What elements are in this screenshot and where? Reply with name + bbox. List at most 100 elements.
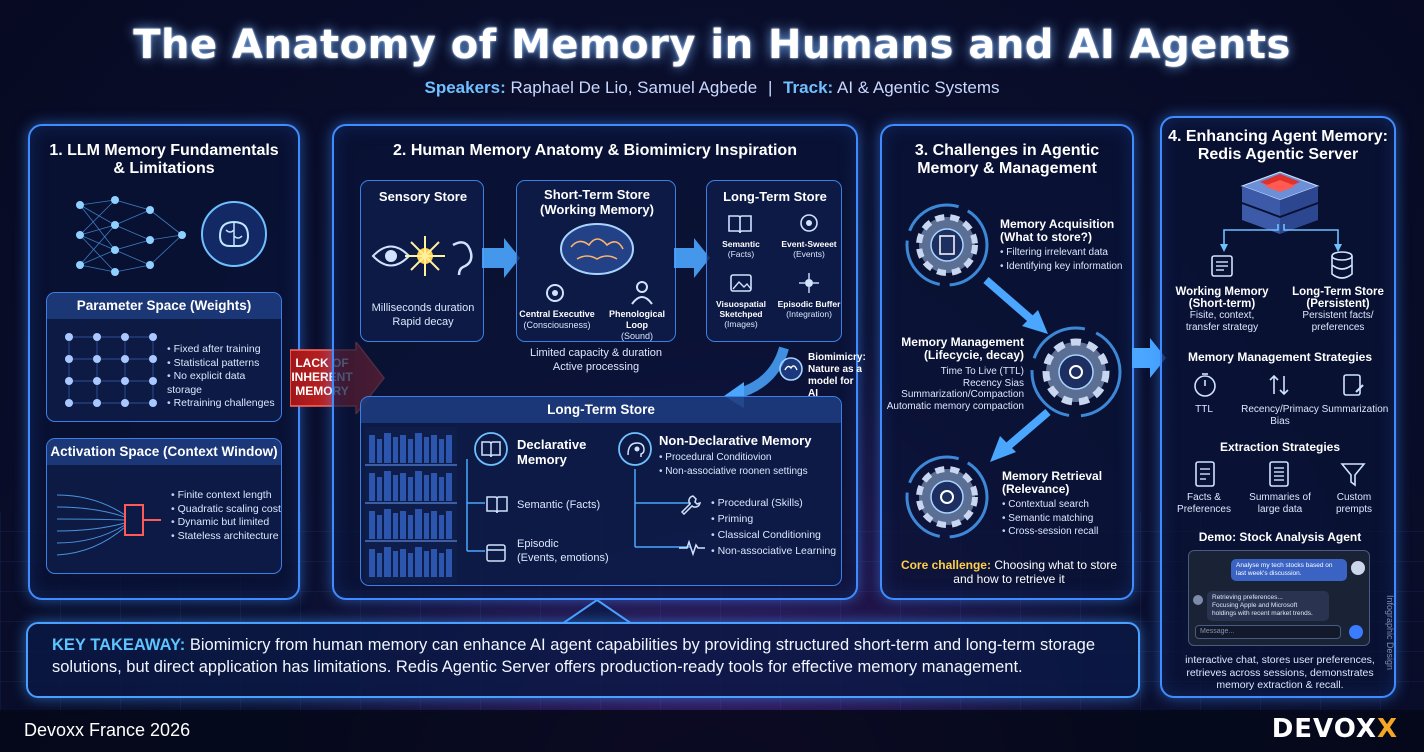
- lts-title-2: (Persistent): [1306, 298, 1370, 310]
- bio-line-2: Nature as a: [808, 364, 862, 375]
- library-shelves-icon: [365, 427, 457, 583]
- page-subtitle: Speakers: Raphael De Lio, Samuel Agbede …: [0, 78, 1424, 98]
- section1-title-line2: & Limitations: [113, 160, 215, 177]
- short-term-store-box: Short-Term Store (Working Memory) Centra…: [516, 180, 676, 342]
- lt-event-1: Event-Sweeet: [781, 239, 837, 249]
- ext-custom-label: Custom prempts: [1314, 492, 1394, 516]
- mms-summarization-label: Summarization: [1321, 404, 1389, 415]
- ext-facts-label: Facts & Preferences: [1164, 492, 1244, 516]
- glowing-brain-icon: [560, 223, 634, 275]
- chat-input[interactable]: Message...: [1195, 625, 1341, 639]
- page-title: The Anatomy of Memory in Humans and AI A…: [133, 22, 1291, 68]
- s3-title-2: Memory & Management: [917, 160, 1097, 177]
- acq-bullet: Filtering irrelevant data: [1000, 246, 1122, 260]
- demo-desc-3: memory extraction & recall.: [1216, 679, 1344, 691]
- episodic-buffer-label: Episodic Buffer (Integration): [775, 299, 843, 319]
- bio-line-3: model for AI: [808, 376, 854, 399]
- working-memory-icon: [1211, 255, 1233, 277]
- mgmt-line: Recency Sias: [962, 377, 1024, 389]
- sensory-line-2: Rapid decay: [392, 316, 454, 328]
- declarative-tree-lines: [466, 459, 485, 552]
- sensory-store-box: Sensory Store Milliseconds duration Rapi…: [360, 180, 484, 342]
- lts-title-1: Long-Term Store: [1292, 286, 1384, 298]
- ttl-timer-icon: [1194, 373, 1216, 397]
- speakers: Raphael De Lio, Samuel Agbede: [510, 78, 758, 97]
- ext-summ-1: Summaries of: [1249, 492, 1311, 503]
- key-takeaway: KEY TAKEAWAY: Biomimicry from human memo…: [26, 622, 1140, 698]
- ext-summ-2: large data: [1257, 504, 1303, 515]
- semantic-facts-item: Semantic (Facts): [517, 499, 601, 511]
- section-challenges: 3. Challenges in Agentic Memory & Manage…: [880, 124, 1134, 600]
- mms-ttl-label: TTL: [1195, 404, 1213, 415]
- cap-line-1: Limited capacity & duration: [529, 347, 663, 359]
- mgmt-line: Time To Live (TTL): [940, 366, 1024, 377]
- cap-line-2: Active processing: [552, 361, 640, 373]
- parameter-space-box: Parameter Space (Weights) Fixed after tr…: [46, 292, 282, 422]
- logo-x: X: [1376, 714, 1398, 744]
- short-term-store-title: Short-Term Store (Working Memory): [517, 187, 677, 217]
- event-name: Devoxx France 2026: [24, 720, 191, 740]
- facts-doc-icon: [1195, 461, 1215, 487]
- chat-bot-bubble: Retrieving preferences... Focusing Apple…: [1207, 591, 1329, 621]
- long-term-store-bottom-box: Long-Term Store Declarative Memory Seman…: [360, 396, 842, 586]
- nondecl-bullet: Non-associative roonen settings: [659, 465, 807, 479]
- chat-send-button[interactable]: [1349, 625, 1363, 639]
- decl-title-1: Declarative: [517, 437, 587, 452]
- nondecl-item: Priming: [711, 511, 836, 527]
- parameter-space-title: Parameter Space (Weights): [47, 293, 281, 319]
- logo-main: DEVOX: [1271, 714, 1377, 744]
- section1-title-line1: 1. LLM Memory Fundamentals: [49, 142, 279, 159]
- demo-title: Demo: Stock Analysis Agent: [1198, 530, 1362, 544]
- retrieval-bullets: Contextual search Semantic matching Cros…: [1002, 498, 1098, 539]
- s4-title-2: Redis Agentic Server: [1197, 146, 1359, 163]
- nondeclarative-head-icon: [618, 432, 652, 466]
- footer-bar: [0, 710, 1424, 752]
- mms-recency-label: Recency/Primacy Bias: [1240, 404, 1320, 428]
- chat-bot-avatar: [1193, 595, 1203, 605]
- ext-facts-2: Preferences: [1177, 504, 1231, 515]
- core-challenge-text-2: and how to retrieve it: [953, 572, 1065, 586]
- mgmt-line: Summarization/Compaction: [901, 389, 1024, 400]
- short-title-2: (Working Memory): [540, 202, 654, 217]
- chat-bot-line-3: holdings with recent market trends.: [1212, 610, 1313, 617]
- brain-circle-icon: [201, 201, 267, 267]
- lt-episodic-2: (Integration): [786, 309, 832, 319]
- activation-bullet: Quadratic scaling cost: [171, 503, 281, 517]
- takeaway-pointer: [562, 600, 632, 624]
- core-challenge-label: Core challenge:: [900, 558, 991, 572]
- semantic-book-icon: [486, 496, 508, 514]
- network-icon: [799, 273, 819, 293]
- ext-summaries-label: Summaries of large data: [1238, 492, 1322, 516]
- section3-title: 3. Challenges in Agentic Memory & Manage…: [882, 142, 1132, 178]
- short-to-long-arrow: [674, 238, 710, 278]
- person-icon: [631, 281, 653, 305]
- management-title: Memory Management (Lifecycie, decay): [888, 336, 1024, 362]
- acquisition-title: Memory Acquisition (What to store?): [1000, 218, 1114, 244]
- activation-space-box: Activation Space (Context Window) Finite…: [46, 438, 282, 574]
- working-memory-label: Working Memory (Short-term) Fisite, cont…: [1166, 286, 1278, 334]
- long-term-bottom-title: Long-Term Store: [361, 397, 841, 423]
- short-title-1: Short-Term Store: [544, 187, 650, 202]
- chat-user-line-2: last week's discussion.: [1236, 570, 1302, 577]
- lt-episodic-1: Episodic Buffer: [777, 299, 841, 309]
- parameter-space-bullets: Fixed after training Statistical pattern…: [167, 343, 281, 411]
- param-bullet: Statistical patterns: [167, 357, 281, 371]
- lt-semantic-2: (Facts): [727, 249, 755, 259]
- retrieval-gear-icon: [905, 455, 989, 539]
- nondeclarative-bullets: Procedural Conditiovion Non-associative …: [659, 451, 807, 479]
- pl-line-1: Phenological Loop: [608, 309, 665, 330]
- demo-desc-2: retrieves across sessions, demonstrates: [1186, 666, 1374, 679]
- nondecl-item: Procedural (Skills): [711, 495, 836, 511]
- central-executive-icon: [546, 284, 564, 302]
- takeaway-label: KEY TAKEAWAY:: [52, 636, 186, 654]
- long-term-store-top-box: Long-Term Store Semantic (Facts) Event-S…: [706, 180, 842, 342]
- nondeclarative-title: Non-Declarative Memory: [659, 433, 812, 448]
- summarization-doc-icon: [1343, 374, 1364, 396]
- ce-line-1: Central Executive: [519, 309, 595, 319]
- pulse-icon: [679, 539, 705, 557]
- track: AI & Agentic Systems: [836, 78, 1000, 97]
- chat-user-bubble: Analyse my tech stocks based on last wee…: [1231, 559, 1347, 581]
- summaries-doc-icon: [1269, 461, 1289, 487]
- lts-desc-1: Persistent facts/: [1302, 310, 1374, 321]
- ret-title-1: Memory Retrieval: [1002, 469, 1103, 483]
